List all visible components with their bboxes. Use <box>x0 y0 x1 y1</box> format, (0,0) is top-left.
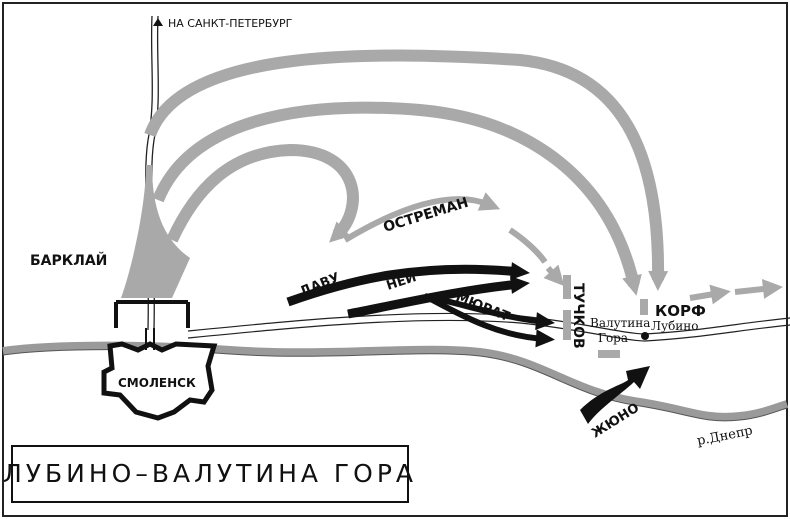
korf-position <box>640 299 648 315</box>
tuchkov-label: ТУЧКОВ <box>570 283 586 349</box>
petersburg-direction-label: НА САНКТ-ПЕТЕРБУРГ <box>168 17 293 30</box>
direction-triangle-icon <box>153 18 163 26</box>
davout-arrow <box>286 262 530 307</box>
road-to-lubino <box>187 312 790 342</box>
korf-dash-1 <box>689 284 731 305</box>
dnepr-label: р.Днепр <box>696 423 754 449</box>
title-box: ЛУБИНО–ВАЛУТИНА ГОРА <box>3 445 417 503</box>
valutina-position <box>598 350 620 358</box>
russian-arrow-inner-loop <box>166 143 359 243</box>
murat-arrow-upper <box>424 293 555 331</box>
map-title: ЛУБИНО–ВАЛУТИНА ГОРА <box>3 459 417 488</box>
tuchkov-position-bottom <box>563 310 571 340</box>
smolensk-label: СМОЛЕНСК <box>118 376 196 390</box>
murat-arrow-lower <box>423 293 555 348</box>
russian-movements <box>144 49 783 305</box>
barclay-army-shape <box>121 165 190 298</box>
french-movements <box>286 262 555 348</box>
korf-label: КОРФ <box>655 302 706 320</box>
osterman-arrow-2 <box>508 227 548 264</box>
valutina-label-line1: Валутина <box>590 316 650 330</box>
osterman-arrow-3 <box>543 264 565 287</box>
russian-positions <box>563 275 648 358</box>
smolensk-fortress <box>101 300 218 421</box>
russian-arrow-outer <box>144 49 669 291</box>
tuchkov-position-top <box>563 275 571 299</box>
valutina-label-line2: Гора <box>598 331 628 345</box>
russian-arrow-middle <box>152 101 642 296</box>
korf-dash-2 <box>734 279 783 299</box>
lubino-dot <box>641 332 649 340</box>
osterman-arrow-1 <box>343 192 501 243</box>
junot-arrow <box>580 366 650 424</box>
barclay-label: БАРКЛАЙ <box>30 252 107 269</box>
lubino-label: Лубино <box>651 319 699 333</box>
